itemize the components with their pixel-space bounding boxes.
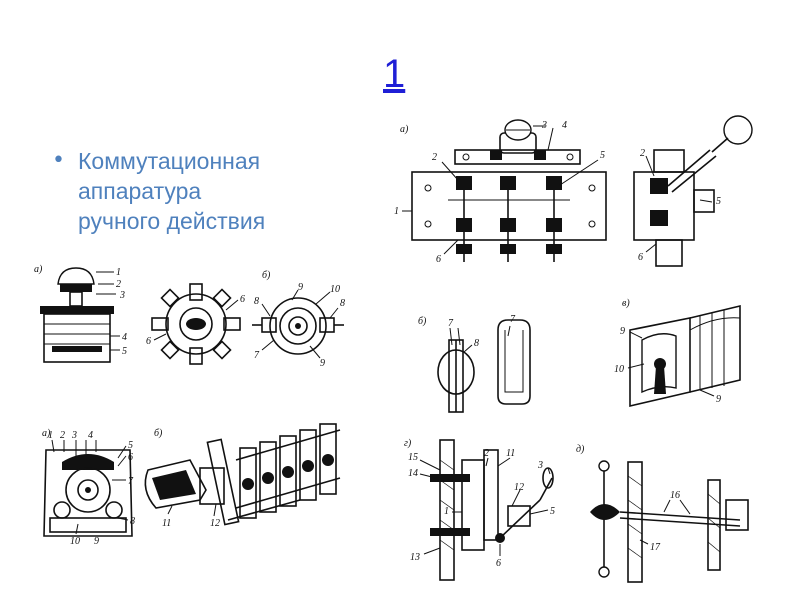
cam-switch-assembly-drawing: б) 11 12	[144, 423, 341, 529]
callout-4-bottom: 4	[88, 430, 93, 441]
callout-13: 13	[410, 552, 420, 563]
arc-chute-drawing: в) 9 10 9	[614, 298, 741, 408]
bullet-line-2: аппаратура	[78, 178, 202, 204]
callout-8-mid-a: 8	[254, 296, 259, 307]
callout-8-mid-b: 8	[340, 298, 345, 309]
callout-7-mid: 7	[254, 350, 260, 361]
fig-label-b-bottom: б)	[154, 428, 163, 439]
callout-8-b: 8	[474, 338, 479, 349]
packet-switch-star-drawing: 6 6	[146, 283, 245, 365]
bullet-item: • Коммутационная аппаратура ручного дейс…	[52, 146, 372, 236]
callout-17: 17	[650, 542, 661, 553]
callout-6-mid-b: 6	[146, 336, 151, 347]
callout-11-bottom: 11	[162, 518, 171, 529]
packet-switch-side-drawing: а) 1 2 3 4 5	[34, 264, 127, 363]
callout-9-bottom: 9	[94, 536, 99, 547]
fig-label-a-top: а)	[400, 124, 409, 135]
callout-5-side: 5	[716, 196, 721, 207]
callout-1-mid: 1	[116, 267, 121, 278]
callout-2-mid: 2	[116, 279, 121, 290]
slide-number: 1	[383, 52, 406, 96]
callout-2: 2	[432, 152, 437, 163]
callout-2-g: 2	[484, 448, 489, 459]
callout-1: 1	[394, 206, 399, 217]
bullet-dot-icon: •	[52, 148, 65, 173]
callout-7-b: 7	[448, 318, 454, 329]
packet-switch-contacts-drawing: б) 9 10 8 8 7 9	[252, 270, 345, 369]
callout-10-mid: 10	[330, 284, 340, 295]
callout-7-bottom: 7	[128, 476, 134, 487]
lever-switch-drawing: г) 15 14 2 11 3 12 5 1 13 6	[404, 438, 555, 581]
bullet-text: Коммутационная аппаратура ручного действ…	[78, 146, 265, 236]
fig-label-a-bottom: а)	[42, 428, 51, 439]
callout-6: 6	[436, 254, 441, 265]
callout-15: 15	[408, 452, 418, 463]
fig-label-b-mid: б)	[262, 270, 271, 281]
callout-12: 12	[514, 482, 524, 493]
knife-switch-front-drawing: а)	[394, 119, 607, 265]
callout-12-bottom: 12	[210, 518, 220, 529]
callout-9-v2: 9	[716, 394, 721, 405]
callout-2-side: 2	[640, 148, 645, 159]
fig-label-v: в)	[622, 298, 630, 309]
callout-4: 4	[562, 120, 567, 131]
contact-spring-drawing: б) 7 8 7	[418, 314, 531, 413]
callout-6-mid-a: 6	[240, 294, 245, 305]
callout-1-g: 1	[444, 506, 449, 517]
callout-14: 14	[408, 468, 418, 479]
callout-5: 5	[600, 150, 605, 161]
callout-6-bottom: 6	[128, 452, 133, 463]
callout-5-g: 5	[550, 506, 555, 517]
callout-9-mid-b: 9	[320, 358, 325, 369]
cam-switch-front-drawing: а) 1 2 3 4 5 6 7 8 9 10	[42, 428, 135, 547]
fig-label-a-mid: а)	[34, 264, 43, 275]
callout-5-bottom: 5	[128, 440, 133, 451]
callout-11: 11	[506, 448, 515, 459]
callout-16: 16	[670, 490, 680, 501]
callout-3-mid: 3	[119, 290, 125, 301]
bullet-list: • Коммутационная аппаратура ручного дейс…	[52, 146, 372, 236]
callout-1-bottom: 1	[48, 430, 53, 441]
bullet-line-1: Коммутационная	[78, 148, 261, 174]
callout-7-b2: 7	[510, 314, 516, 325]
callout-3-bottom: 3	[71, 430, 77, 441]
callout-6-g: 6	[496, 558, 501, 569]
callout-5-mid: 5	[122, 346, 127, 357]
callout-3-g: 3	[537, 460, 543, 471]
fig-label-b-top: б)	[418, 316, 427, 327]
fig-label-g: г)	[404, 438, 412, 449]
callout-4-mid: 4	[122, 332, 127, 343]
fig-label-d: д)	[576, 444, 585, 455]
callout-9-mid: 9	[298, 282, 303, 293]
callout-3: 3	[541, 120, 547, 131]
callout-8-bottom: 8	[130, 516, 135, 527]
callout-2-bottom: 2	[60, 430, 65, 441]
bullet-line-3: ручного действия	[78, 208, 266, 234]
callout-10-v: 10	[614, 364, 624, 375]
callout-9-v: 9	[620, 326, 625, 337]
callout-10-bottom: 10	[70, 536, 80, 547]
callout-6-side: 6	[638, 252, 643, 263]
knife-switch-side-drawing: 2 5 6	[633, 115, 753, 267]
rod-drive-switch-drawing: д) 16 17	[576, 444, 749, 583]
